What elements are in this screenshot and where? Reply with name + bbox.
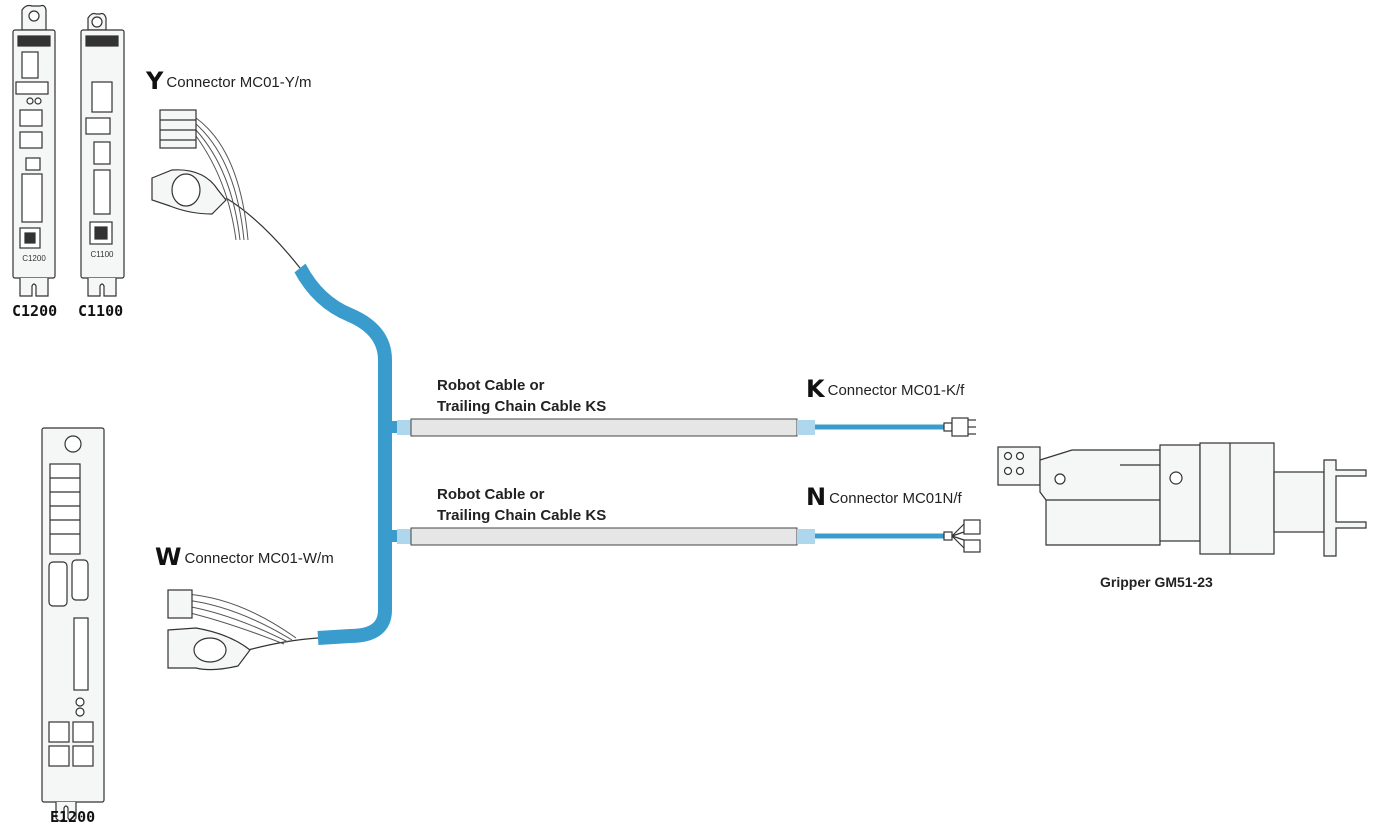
y-connector-assembly bbox=[151, 109, 307, 273]
k-connector-plug bbox=[943, 417, 976, 437]
lower-cable-label: Robot Cable or Trailing Chain Cable KS bbox=[437, 484, 606, 526]
lower-cable-line1: Robot Cable or bbox=[437, 486, 545, 503]
connector-n-text: Connector MC01N/f bbox=[829, 490, 962, 507]
main-trunk-cable bbox=[293, 261, 392, 645]
upper-ferrule-left bbox=[397, 420, 411, 435]
w-connector-assembly bbox=[167, 589, 319, 671]
connector-k-text: Connector MC01-K/f bbox=[827, 382, 965, 399]
c1200-drive bbox=[12, 4, 56, 297]
lower-ferrule-left bbox=[397, 529, 411, 544]
n-connector-plug bbox=[943, 519, 981, 553]
e1200-drive bbox=[41, 427, 105, 822]
connector-w-text: Connector MC01-W/m bbox=[184, 550, 334, 567]
upper-cable-line1: Robot Cable or bbox=[437, 377, 545, 394]
lower-ferrule-right bbox=[797, 529, 815, 544]
connector-w-letter: W bbox=[155, 543, 182, 571]
upper-cable-label: Robot Cable or Trailing Chain Cable KS bbox=[437, 375, 606, 417]
c1100-label: C1100 bbox=[78, 302, 124, 320]
connector-k-letter: K bbox=[806, 375, 825, 403]
gripper-label: Gripper GM51-23 bbox=[1100, 574, 1213, 590]
c1100-drive bbox=[80, 12, 125, 297]
lower-ks-cable bbox=[410, 527, 798, 546]
upper-ks-cable bbox=[410, 418, 798, 437]
c1100-panel-label: C1100 bbox=[91, 250, 115, 259]
gripper-gm51-23 bbox=[997, 442, 1367, 557]
e1200-label: E1200 bbox=[50, 808, 96, 826]
lower-cable-line2: Trailing Chain Cable KS bbox=[437, 507, 607, 524]
connector-y-text: Connector MC01-Y/m bbox=[166, 74, 312, 91]
c1200-panel-label: C1200 bbox=[22, 254, 46, 263]
c1200-label: C1200 bbox=[12, 302, 58, 320]
connector-y-letter: Y bbox=[146, 67, 164, 95]
connector-n-letter: N bbox=[806, 483, 827, 511]
upper-ferrule-right bbox=[797, 420, 815, 435]
upper-cable-line2: Trailing Chain Cable KS bbox=[437, 398, 607, 415]
